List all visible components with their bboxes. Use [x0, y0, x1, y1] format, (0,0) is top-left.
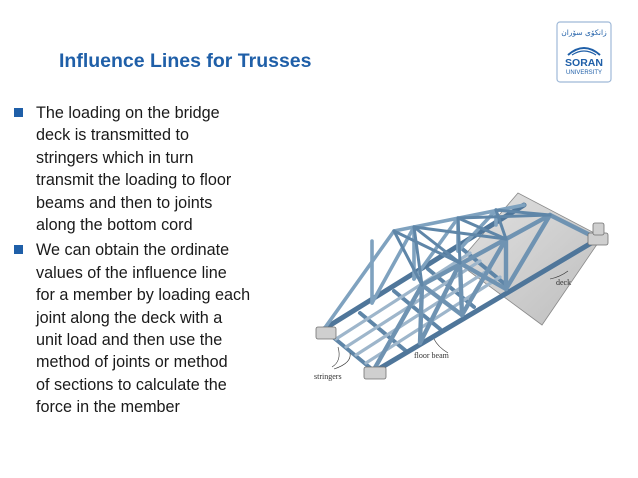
bullet-line: of sections to calculate the — [36, 375, 227, 394]
bullet-item: We can obtain the ordinate values of the… — [14, 239, 304, 418]
soran-university-logo: زانكۆی سۆران SORAN UNIVERSITY — [556, 21, 612, 83]
bullet-line: for a member by loading each — [36, 286, 251, 305]
logo-name-line2: UNIVERSITY — [566, 70, 602, 76]
bullet-line: deck is transmitted to — [36, 126, 189, 145]
bullet-line: unit load and then use the — [36, 331, 223, 350]
bullet-line: transmit the loading to floor — [36, 171, 232, 190]
bullet-line: values of the influence line — [36, 263, 227, 282]
bullet-line: stringers which in turn — [36, 148, 194, 167]
logo-name-line1: SORAN — [565, 57, 603, 69]
stringers-label: stringers — [314, 372, 342, 381]
top-bracing — [392, 208, 552, 287]
slide-title: Influence Lines for Trusses — [59, 50, 312, 72]
truss-bridge-illustration: deck floor beam stringers — [314, 192, 609, 381]
bullet-line: We can obtain the ordinate — [36, 241, 230, 260]
bullet-line: method of joints or method — [36, 353, 228, 372]
supports — [315, 222, 609, 380]
deck-label: deck — [556, 278, 571, 287]
bullet-list: The loading on the bridge deck is transm… — [14, 102, 304, 422]
near-truss — [369, 212, 601, 376]
bullet-line: beams and then to joints — [36, 193, 213, 212]
bullet-line: along the bottom cord — [36, 216, 193, 235]
bullet-line: The loading on the bridge — [36, 104, 220, 122]
bullet-line: force in the member — [36, 398, 180, 417]
logo-arabic-text: زانكۆی سۆران — [561, 28, 607, 37]
bullet-item: The loading on the bridge deck is transm… — [14, 102, 304, 236]
bullet-line: joint along the deck with a — [36, 308, 223, 327]
floor-beam-label: floor beam — [414, 351, 450, 360]
square-bullet-icon — [14, 245, 23, 255]
square-bullet-icon — [14, 108, 23, 117]
